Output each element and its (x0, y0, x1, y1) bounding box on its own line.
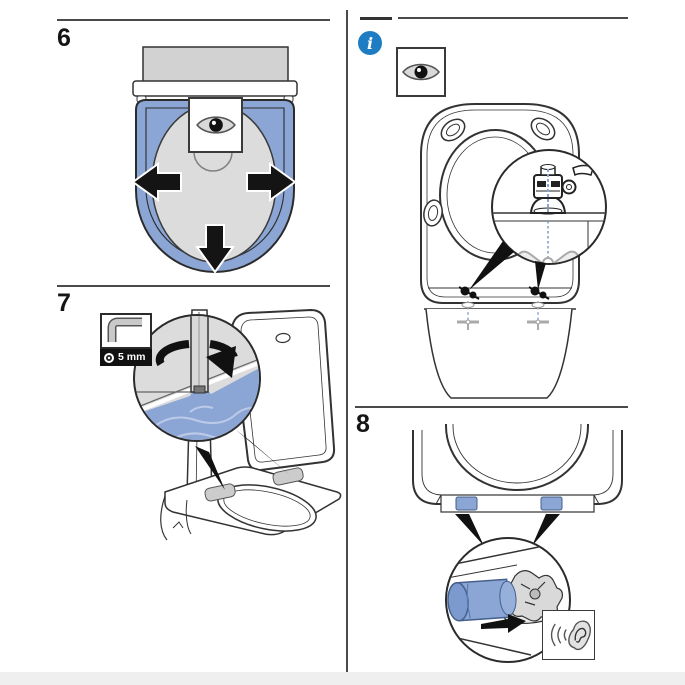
page-edge-strip (0, 672, 685, 685)
pointer-triangle-left (195, 446, 225, 490)
fixing-clip-left (458, 286, 480, 300)
pointer-triangle-left (469, 241, 514, 290)
screw-anchor-right (527, 301, 549, 330)
rule-right-top (398, 17, 628, 19)
damper-right (540, 496, 563, 511)
seat-underside-view (420, 103, 607, 399)
info-icon: i (358, 31, 382, 55)
eye-icon-box-info (396, 47, 446, 97)
tool-size-label: 5 mm (118, 351, 146, 364)
eye-icon (402, 63, 440, 81)
eye-icon (195, 116, 236, 134)
pointer-triangle-left (455, 514, 484, 546)
step-number-8: 8 (356, 410, 370, 438)
damper-left (455, 496, 478, 511)
hex-key-icon (107, 317, 142, 342)
hinge-plate-right (272, 467, 304, 486)
sound-waves-icon (550, 623, 567, 647)
toilet-top-view (131, 46, 298, 274)
step-number-6: 6 (57, 24, 71, 52)
arrow-down-icon (195, 224, 235, 274)
pointer-triangle-right (236, 430, 291, 476)
ear-icon-box (542, 610, 595, 660)
fixing-clip-right (528, 286, 550, 300)
arrow-right-icon (481, 614, 526, 633)
eye-icon-box-6 (188, 97, 243, 153)
arrow-left-icon (131, 162, 182, 202)
tool-size-badge: 5 mm (100, 349, 152, 366)
ear-icon (568, 620, 591, 651)
hinge-mechanism (529, 164, 605, 215)
tool-requirement: 5 mm (100, 313, 152, 366)
screw-anchor-left (457, 301, 479, 330)
step-number-7: 7 (57, 289, 71, 317)
cistern (142, 46, 289, 85)
hinge-plate-left (204, 483, 236, 502)
socket-icon (104, 352, 114, 363)
seat-back-view (412, 424, 623, 663)
anchor-icon (515, 250, 581, 263)
rule-right-mid (355, 406, 628, 408)
pointer-triangle-right (532, 514, 560, 546)
ceramic-pan (425, 308, 573, 399)
damper-cylinder (447, 578, 517, 622)
pointer-triangle-right (535, 261, 546, 290)
cistern-lid (132, 80, 298, 97)
rule-left-mid (57, 285, 330, 287)
rule-left-top (57, 19, 330, 21)
rule-right-top-short (360, 17, 392, 20)
arrow-right-icon (246, 162, 297, 202)
rule-vertical (346, 10, 348, 672)
rotation-arrow-icon (155, 340, 238, 378)
seat-bumpers (423, 117, 556, 227)
toilet-seat-raised-view (133, 308, 342, 541)
